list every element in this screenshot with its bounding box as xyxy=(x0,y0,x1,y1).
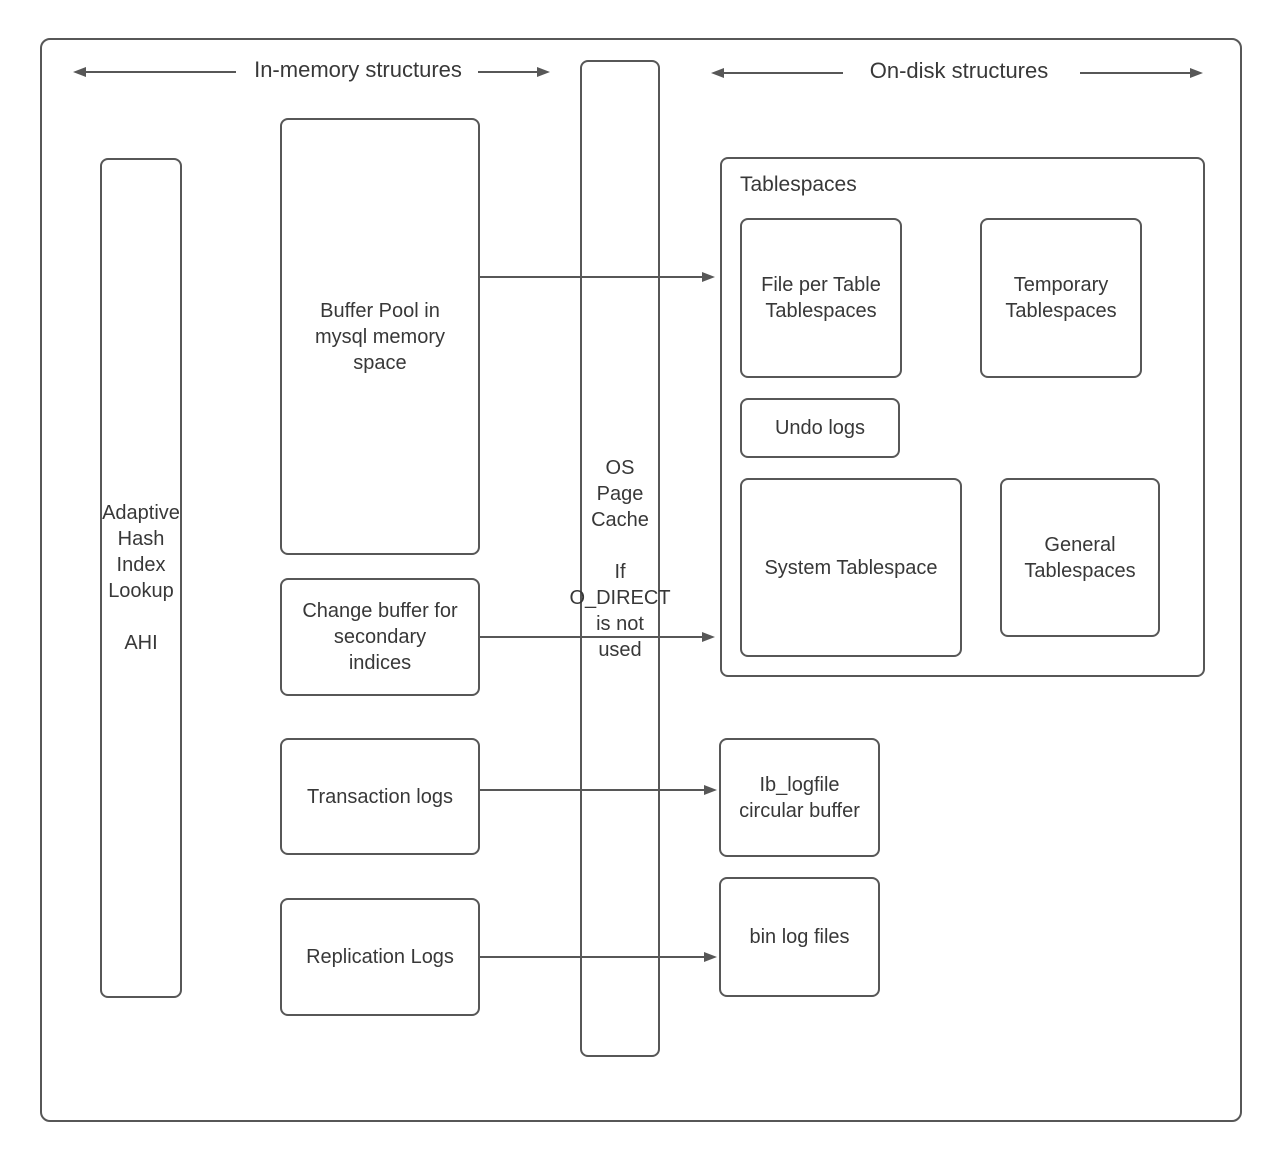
on-disk-structures-label: On-disk structures xyxy=(869,58,1049,83)
node-system-tablespace: System Tablespace xyxy=(740,478,962,657)
outer-frame xyxy=(40,38,1242,1122)
tablespaces-title: Tablespaces xyxy=(740,173,857,196)
node-replication-logs: Replication Logs xyxy=(280,898,480,1016)
node-bin-log-files: bin log files xyxy=(719,877,880,997)
node-transaction-logs: Transaction logs xyxy=(280,738,480,855)
in-memory-structures-label: In-memory structures xyxy=(254,57,462,82)
node-undo-logs: Undo logs xyxy=(740,398,900,458)
